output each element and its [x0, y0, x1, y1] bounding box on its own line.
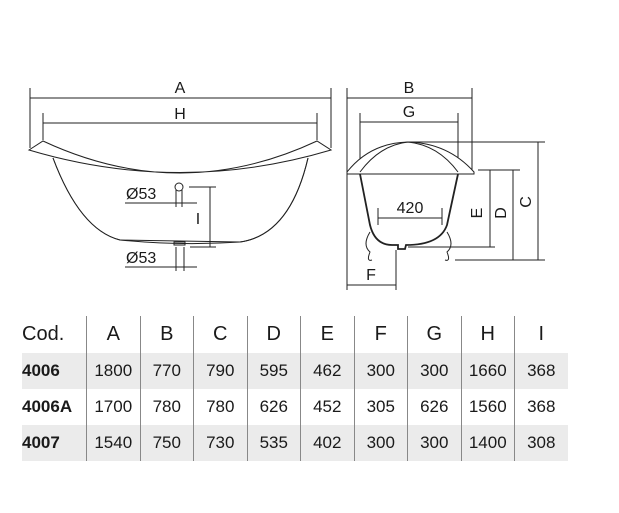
label-d: D [493, 207, 510, 219]
table-cell: 780 [193, 389, 247, 425]
label-g: G [403, 104, 415, 121]
label-i: I [196, 211, 200, 228]
table-cell: 1800 [86, 353, 140, 389]
table-cell: 626 [407, 389, 461, 425]
table-header: Cod. A B C D E F G H I [22, 316, 568, 353]
end-view: B G 420 E D C F [346, 80, 545, 290]
table-cell: 1400 [460, 425, 515, 461]
table-cell: 1540 [86, 425, 140, 461]
label-420: 420 [397, 200, 424, 217]
header-cell: I [514, 316, 568, 353]
table-cell: 368 [514, 353, 568, 389]
table-cell: 308 [514, 425, 568, 461]
label-e: E [469, 208, 486, 219]
label-f: F [366, 267, 376, 284]
table-cell: 780 [139, 389, 194, 425]
header-cell: B [139, 316, 194, 353]
table-cell: 1560 [460, 389, 515, 425]
side-view: A H Ø53 I Ø53 [27, 80, 333, 271]
table-cell: 402 [300, 425, 354, 461]
table-cell: 305 [353, 389, 408, 425]
header-cell: F [353, 316, 408, 353]
table-cell: 452 [300, 389, 354, 425]
header-cell: C [193, 316, 247, 353]
table-row: 4006A 1700 780 780 626 452 305 626 1560 … [22, 389, 568, 425]
table-cell: 790 [193, 353, 247, 389]
model-code: 4006A [22, 397, 73, 416]
table-cell: 300 [407, 353, 461, 389]
table-cell: 300 [353, 353, 408, 389]
header-cell: E [300, 316, 354, 353]
model-code: 4006 [22, 353, 87, 389]
label-overflow-diameter: Ø53 [126, 186, 156, 203]
table-cell: 770 [139, 353, 194, 389]
table-cell: 535 [246, 425, 301, 461]
table-cell: 300 [407, 425, 461, 461]
table-cell: 626 [246, 389, 301, 425]
table-cell: 1660 [460, 353, 515, 389]
table-cell: 595 [246, 353, 301, 389]
model-code: 4007 [22, 425, 87, 461]
label-a: A [175, 80, 186, 97]
header-cell: A [86, 316, 140, 353]
table-cell: 462 [300, 353, 354, 389]
header-cell: H [460, 316, 515, 353]
table-cell: 1700 [86, 389, 140, 425]
table-cell: 368 [514, 389, 568, 425]
label-drain-diameter: Ø53 [126, 250, 156, 267]
bathtub-drawing: A H Ø53 I Ø53 B G 420 E D C F [27, 80, 545, 290]
label-c: C [518, 196, 535, 208]
table-cell: 300 [353, 425, 408, 461]
label-h: H [174, 106, 186, 123]
dimensions-table: Cod. A B C D E F G H I 4006 1800 770 790… [22, 316, 568, 461]
table-cell: 730 [193, 425, 247, 461]
header-cell: Cod. [22, 323, 65, 345]
label-b: B [404, 80, 415, 97]
header-cell: G [407, 316, 461, 353]
table-row: 4006 1800 770 790 595 462 300 300 1660 3… [22, 353, 568, 389]
table-cell: 750 [139, 425, 194, 461]
header-cell: D [246, 316, 301, 353]
table-row: 4007 1540 750 730 535 402 300 300 1400 3… [22, 425, 568, 461]
